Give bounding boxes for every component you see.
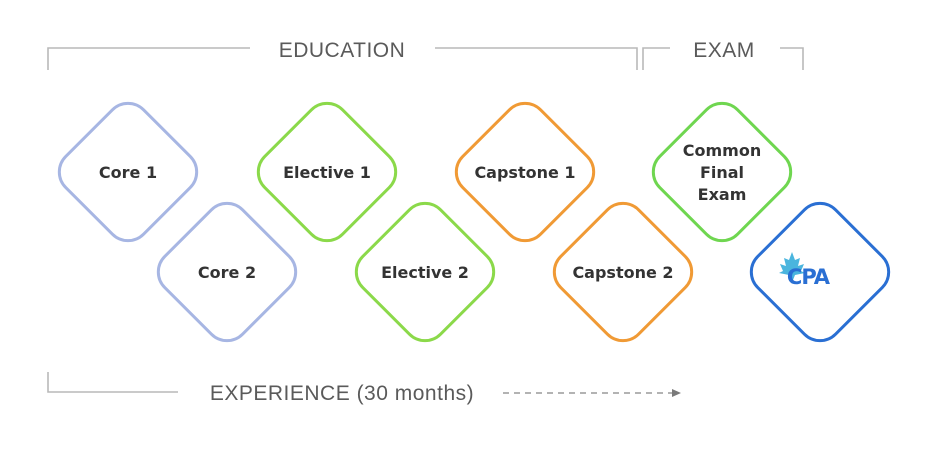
maple-leaf-icon [779, 252, 805, 284]
elective-2-label: Elective 2 [381, 263, 469, 282]
education-label: EDUCATION [279, 39, 406, 62]
exam-bracket: EXAM [642, 39, 804, 70]
experience-label: EXPERIENCE (30 months) [210, 382, 474, 405]
cpa-logo-node: CPA [749, 201, 891, 343]
common-final-exam-label: Final [700, 163, 744, 182]
experience-bracket: EXPERIENCE (30 months) [47, 372, 681, 405]
core-2-diamond [156, 201, 298, 343]
node-capstone-1: Capstone 1 [454, 101, 596, 243]
node-core-2: Core 2 [156, 201, 298, 343]
module-diamonds: Core 1 Core 2 Elective 1 Elective 2 Capstone… [57, 101, 793, 343]
core-1-label: Core 1 [99, 163, 157, 182]
arrow-right-icon [672, 389, 681, 397]
node-elective-1: Elective 1 [256, 101, 398, 243]
capstone-2-diamond [552, 201, 694, 343]
common-final-exam-label: Common [683, 141, 761, 160]
education-bracket: EDUCATION [47, 39, 638, 70]
capstone-2-label: Capstone 2 [572, 263, 673, 282]
node-elective-2: Elective 2 [354, 201, 496, 343]
core-1-diamond [57, 101, 199, 243]
node-core-1: Core 1 [57, 101, 199, 243]
exam-label: EXAM [693, 39, 755, 62]
node-capstone-2: Capstone 2 [552, 201, 694, 343]
capstone-1-diamond [454, 101, 596, 243]
elective-1-diamond [256, 101, 398, 243]
core-2-label: Core 2 [198, 263, 256, 282]
capstone-1-label: Capstone 1 [474, 163, 575, 182]
common-final-exam-label: Exam [698, 185, 747, 204]
elective-1-label: Elective 1 [283, 163, 371, 182]
common-final-exam-diamond [651, 101, 793, 243]
elective-2-diamond [354, 201, 496, 343]
cpa-logo-text: CPA [787, 265, 831, 289]
cpa-diamond [749, 201, 891, 343]
